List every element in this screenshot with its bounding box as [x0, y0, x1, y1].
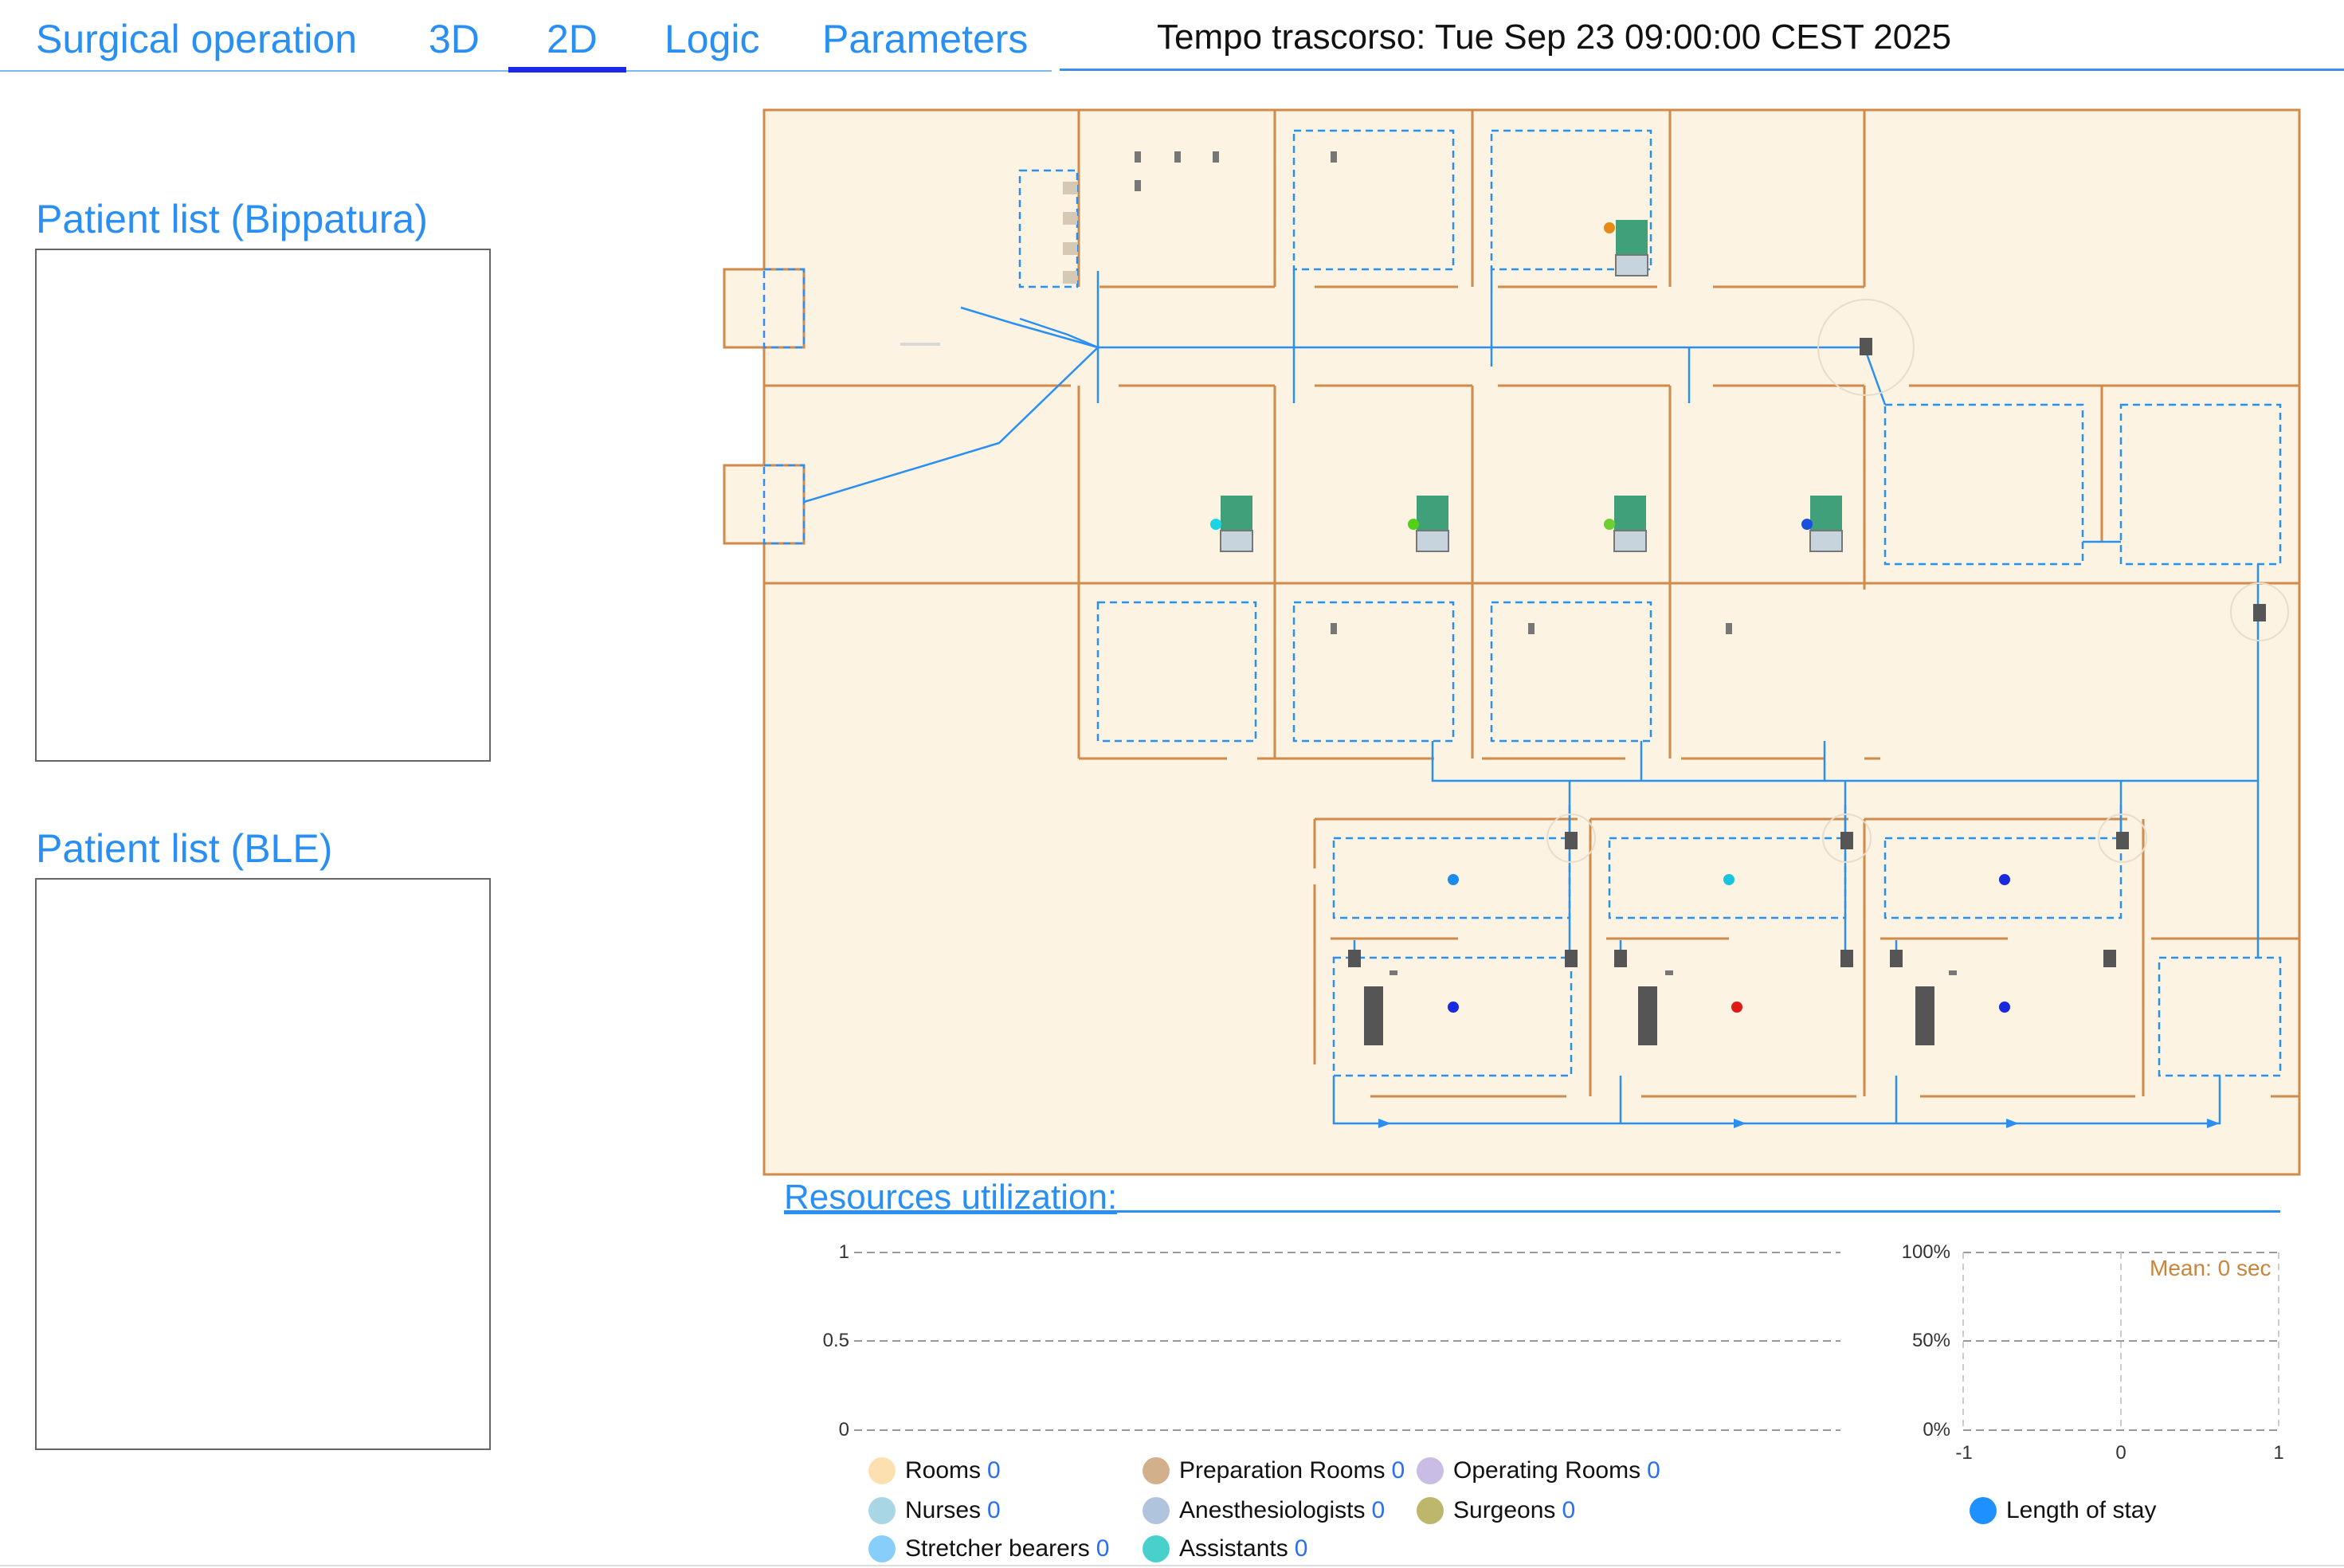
utilization-axis-label-1: 1 [838, 1241, 849, 1263]
tab-2d[interactable]: 2D [547, 17, 598, 61]
legend-nurses-swatch [868, 1497, 896, 1524]
legend-assistants-label: Assistants [1179, 1535, 1288, 1562]
legend-anesthesiologists[interactable]: Anesthesiologists 0 [1143, 1497, 1385, 1524]
walls [764, 110, 2299, 1098]
agents [1210, 222, 2010, 1013]
stay-axis-x-label-0: 0 [2115, 1442, 2126, 1464]
legend-nurses-count: 0 [987, 1497, 1001, 1523]
tab-bar: Surgical operation 3D 2D Logic Parameter… [0, 0, 2344, 73]
waiting-seats [1063, 182, 1077, 284]
legend-assistants[interactable]: Assistants 0 [1143, 1535, 1307, 1562]
legend-length-of-stay[interactable]: Length of stay [1970, 1497, 2156, 1524]
header-divider [1060, 69, 2344, 71]
legend-anesthesiologists-count: 0 [1371, 1497, 1386, 1523]
operating-tables [1364, 986, 1934, 1045]
stay-axis-label-50: 50% [1911, 1330, 1950, 1351]
patient-list-bippatura-title: Patient list (Bippatura) [36, 197, 428, 241]
legend-assistants-swatch [1143, 1535, 1170, 1562]
active-tab-indicator [508, 67, 626, 73]
legend-preparation-rooms-swatch [1143, 1457, 1170, 1484]
legend-rooms-swatch [868, 1457, 896, 1484]
legend-nurses-label: Nurses [905, 1497, 982, 1523]
legend-surgeons-swatch [1417, 1497, 1444, 1524]
legend-preparation-rooms[interactable]: Preparation Rooms 0 [1143, 1457, 1405, 1484]
doors [1348, 338, 2266, 967]
legend-operating-rooms-swatch [1417, 1457, 1444, 1484]
stay-axis-x-label-1: 1 [2273, 1442, 2284, 1464]
path-network [803, 269, 2260, 1125]
legend-assistants-count: 0 [1294, 1535, 1308, 1562]
length-of-stay-mean: Mean: 0 sec [2150, 1256, 2271, 1280]
tab-3d[interactable]: 3D [429, 17, 480, 61]
legend-surgeons-count: 0 [1562, 1497, 1576, 1523]
legend-rooms-label: Rooms [905, 1457, 982, 1484]
staff-figures [1135, 151, 1957, 975]
legend-operating-rooms[interactable]: Operating Rooms 0 [1417, 1457, 1660, 1484]
patient-list-bippatura[interactable] [35, 249, 491, 762]
elapsed-time-clock: Tempo trascorso: Tue Sep 23 09:00:00 CES… [1157, 18, 1952, 57]
tab-surgical-operation[interactable]: Surgical operation [36, 17, 358, 61]
legend-stretcher-bearers[interactable]: Stretcher bearers 0 [868, 1535, 1109, 1562]
door-arcs [1546, 299, 2289, 863]
legend-operating-rooms-label: Operating Rooms [1453, 1457, 1641, 1484]
legend-rooms[interactable]: Rooms 0 [868, 1457, 1001, 1484]
stay-axis-label-0: 0% [1923, 1419, 1950, 1441]
stay-axis-x-label--1: -1 [1955, 1442, 1973, 1464]
legend-stretcher-bearers-swatch [868, 1535, 896, 1562]
resources-divider [784, 1210, 2280, 1213]
utilization-axis-label-0: 0 [838, 1419, 849, 1441]
legend-stretcher-bearers-label: Stretcher bearers [905, 1535, 1090, 1562]
legend-stretcher-bearers-count: 0 [1096, 1535, 1110, 1562]
legend-operating-rooms-count: 0 [1647, 1457, 1660, 1484]
tab-parameters[interactable]: Parameters [822, 17, 1029, 61]
reception-desk [900, 343, 940, 346]
prep-beds [1220, 220, 1843, 552]
flow-arrows [1378, 1119, 2220, 1128]
legend-preparation-rooms-count: 0 [1391, 1457, 1405, 1484]
legend-length-of-stay-label: Length of stay [2006, 1497, 2157, 1523]
legend-rooms-count: 0 [987, 1457, 1001, 1484]
room-zones [762, 129, 2282, 1077]
legend-preparation-rooms-label: Preparation Rooms [1179, 1457, 1386, 1484]
bottom-divider [0, 1565, 2344, 1566]
legend-surgeons-label: Surgeons [1453, 1497, 1556, 1523]
resources-title: Resources utilization: [784, 1178, 1118, 1217]
legend-length-of-stay-swatch [1970, 1497, 1997, 1524]
legend-surgeons[interactable]: Surgeons 0 [1417, 1497, 1575, 1524]
patient-list-ble[interactable] [35, 878, 491, 1450]
patient-list-ble-title: Patient list (BLE) [36, 826, 333, 871]
utilization-axis-label-0.5: 0.5 [822, 1330, 849, 1351]
legend-nurses[interactable]: Nurses 0 [868, 1497, 1001, 1524]
legend-anesthesiologists-swatch [1143, 1497, 1170, 1524]
stay-axis-label-100: 100% [1901, 1241, 1950, 1263]
tab-logic[interactable]: Logic [664, 17, 760, 61]
legend-anesthesiologists-label: Anesthesiologists [1179, 1497, 1366, 1523]
